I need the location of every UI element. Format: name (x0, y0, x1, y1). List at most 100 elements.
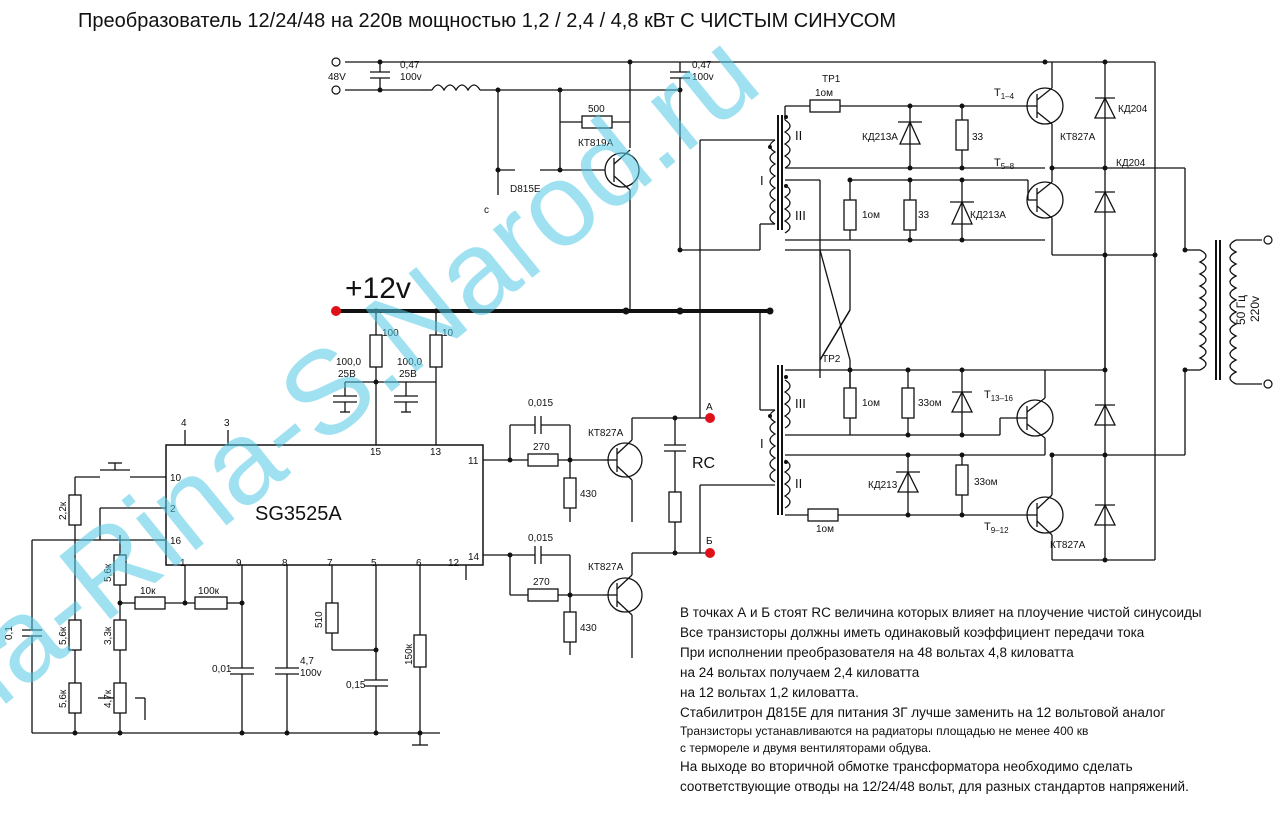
note-line: Транзисторы устанавливаются на радиаторы… (680, 724, 1089, 738)
label-r150k: 150к (404, 643, 415, 665)
note-line: В точках А и Б стоят RC величина которых… (680, 605, 1202, 620)
label-t1316: T13–16 (984, 389, 1014, 403)
note-line: Стабилитрон Д815Е для питания ЗГ лучше з… (680, 705, 1166, 720)
label-c001: 0,01 (212, 664, 232, 675)
label-w1b: I (760, 173, 764, 188)
label-pin12: 12 (448, 558, 460, 569)
label-pin4: 4 (181, 418, 187, 429)
label-kd213a-b: КД213А (970, 210, 1006, 221)
label-v220: 220v (1248, 296, 1262, 322)
label-tp2: ТР2 (822, 354, 841, 365)
label-r1om-d: 1ом (816, 524, 834, 535)
notes-block: В точках А и Б стоят RC величина которых… (680, 603, 1270, 797)
label-r33om-c: 33ом (918, 398, 942, 409)
note-line: с термореле и двумя вентиляторами обдува… (680, 741, 932, 755)
label-48v: 48V (328, 72, 346, 83)
label-t14: T1–4 (994, 87, 1015, 101)
label-c100b-v: 25В (399, 369, 417, 380)
label-kd204b: КД204 (1116, 158, 1146, 169)
label-r10: 10 (442, 328, 454, 339)
label-kd204a: КД204 (1118, 104, 1148, 115)
label-pin13: 13 (430, 447, 442, 458)
label-r56k-b: 5,6к (58, 689, 69, 708)
label-kt827a-bot: КТ827А (1050, 540, 1086, 551)
label-hz: 50 Гц (1234, 295, 1248, 325)
label-c015a: 0,015 (528, 398, 553, 409)
label-c47-v: 100v (300, 668, 322, 679)
label-kd213-d: КД213 (868, 480, 898, 491)
label-kt827q1: КТ827А (588, 428, 624, 439)
label-c047b-v: 100v (692, 72, 714, 83)
label-r33k: 3,3к (103, 626, 114, 645)
label-c015c: 0,15 (346, 680, 366, 691)
label-pin3: 3 (224, 418, 230, 429)
note-line: На выходе во вторичной обмотке трансформ… (680, 759, 1133, 774)
note-line: При исполнении преобразователя на 48 вол… (680, 645, 1074, 660)
label-w2a: III (795, 396, 806, 411)
label-c01: 0,1 (4, 626, 15, 640)
label-pin10: 10 (170, 473, 182, 484)
label-plus12v: +12v (345, 272, 411, 305)
label-r1om-c: 1ом (862, 398, 880, 409)
label-r33-a: 33 (972, 132, 984, 143)
label-r47k: 4,7к (103, 689, 114, 708)
ic-label: SG3525A (255, 503, 342, 525)
label-c047a-v: 100v (400, 72, 422, 83)
label-r430a: 430 (580, 489, 597, 500)
label-w1a: II (795, 128, 802, 143)
label-pin2: 2 (170, 504, 176, 515)
label-c100b: 100,0 (397, 357, 422, 368)
label-t912: T9–12 (984, 521, 1009, 535)
label-kd213a-a: КД213А (862, 132, 898, 143)
note-line: на 12 вольтах 1,2 киловатта. (680, 685, 859, 700)
label-pin8: 8 (282, 558, 288, 569)
label-r10k: 10к (140, 586, 156, 597)
label-pin7: 7 (327, 558, 333, 569)
label-pin15: 15 (370, 447, 382, 458)
page-title: Преобразователь 12/24/48 на 220в мощност… (78, 10, 896, 32)
label-kt819: КТ819А (578, 138, 614, 149)
label-d815: D815E (510, 184, 541, 195)
point-a-terminal (705, 413, 715, 423)
label-pin9: 9 (236, 558, 242, 569)
label-r270b: 270 (533, 577, 550, 588)
label-point-b: Б (706, 536, 713, 547)
label-c47: 4,7 (300, 656, 314, 667)
label-r430b: 430 (580, 623, 597, 634)
label-r100k: 100к (198, 586, 220, 597)
label-point-a: А (706, 402, 713, 413)
label-c047a: 0,47 (400, 60, 420, 71)
plus12-terminal (331, 306, 341, 316)
label-c047b: 0,47 (692, 60, 712, 71)
label-c100a-v: 25В (338, 369, 356, 380)
label-r1om-b: 1ом (862, 210, 880, 221)
label-r33-b: 33 (918, 210, 930, 221)
label-r100: 100 (382, 328, 399, 339)
label-r33om-d: 33ом (974, 477, 998, 488)
label-pin11: 11 (468, 456, 479, 467)
label-r270a: 270 (533, 442, 550, 453)
label-pin16: 16 (170, 536, 182, 547)
note-line: на 24 вольтах получаем 2,4 киловатта (680, 665, 920, 680)
note-line: Все транзисторы должны иметь одинаковый … (680, 625, 1145, 640)
label-kt827a-top: КТ827А (1060, 132, 1096, 143)
label-cmark: c (484, 205, 489, 216)
label-pin1: 1 (180, 558, 186, 569)
label-pin5: 5 (371, 558, 377, 569)
label-pin6: 6 (416, 558, 422, 569)
note-line: соответствующие отводы на 12/24/48 вольт… (680, 779, 1189, 794)
label-t58: T5–8 (994, 157, 1015, 171)
label-c100a: 100,0 (336, 357, 361, 368)
label-kt827q2: КТ827А (588, 562, 624, 573)
label-r500: 500 (588, 104, 605, 115)
label-r510: 510 (314, 611, 325, 628)
label-w2b: I (760, 436, 764, 451)
label-r56k-c: 5,6к (103, 563, 114, 582)
label-r1om-a: 1ом (815, 88, 833, 99)
label-r56k-a: 5,6к (58, 626, 69, 645)
label-pin14: 14 (468, 552, 480, 563)
label-w1c: III (795, 208, 806, 223)
label-tp1: ТР1 (822, 74, 841, 85)
label-w2c: II (795, 476, 802, 491)
